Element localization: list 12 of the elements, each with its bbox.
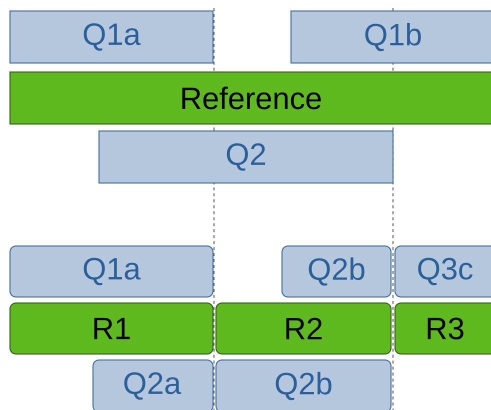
query-bar: Q2b xyxy=(216,360,392,410)
reference-bar: R2 xyxy=(216,302,392,354)
reference-bar: R3 xyxy=(394,302,491,354)
query-bar: Q2 xyxy=(98,130,394,184)
query-bar: Q2b xyxy=(282,246,392,298)
reference-bar: Reference xyxy=(10,72,491,124)
query-bar: Q3c xyxy=(394,246,491,298)
query-bar: Q1a xyxy=(10,246,214,298)
reference-bar: R1 xyxy=(10,302,214,354)
query-bar: Q2a xyxy=(92,360,214,410)
query-bar: Q1b xyxy=(290,10,491,64)
query-bar: Q1a xyxy=(10,10,214,64)
